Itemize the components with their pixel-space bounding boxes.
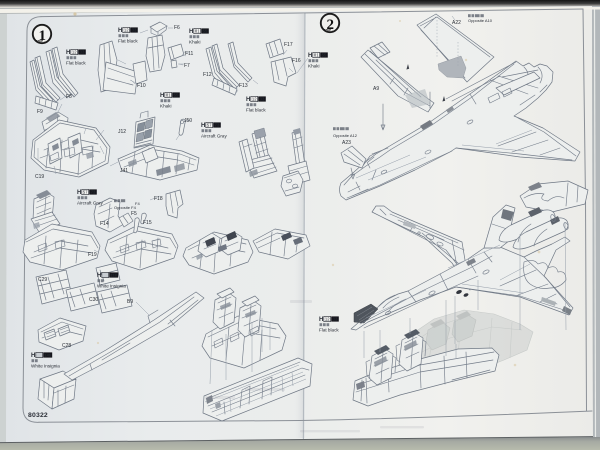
svg-text:H: H xyxy=(31,353,35,359)
svg-text:J41: J41 xyxy=(120,168,128,174)
svg-text:33: 33 xyxy=(260,97,265,102)
svg-text:33: 33 xyxy=(80,50,85,55)
svg-text:Opposite A10: Opposite A10 xyxy=(468,18,493,23)
svg-text:33: 33 xyxy=(132,28,137,33)
svg-text:12: 12 xyxy=(72,50,77,55)
svg-text:F16: F16 xyxy=(292,58,301,64)
svg-text:F5: F5 xyxy=(131,211,137,217)
svg-text:C30: C30 xyxy=(89,297,98,303)
svg-text:146: 146 xyxy=(44,353,51,358)
svg-text:H: H xyxy=(66,50,70,56)
svg-text:F11: F11 xyxy=(185,51,193,57)
svg-text:H: H xyxy=(308,53,312,59)
svg-text:F19: F19 xyxy=(88,252,97,258)
svg-text:81: 81 xyxy=(314,53,319,58)
svg-text:A9: A9 xyxy=(373,86,379,92)
svg-text:F17: F17 xyxy=(284,42,293,48)
svg-text:2: 2 xyxy=(327,17,335,33)
svg-text:Flat black: Flat black xyxy=(118,39,138,44)
svg-text:STEP→: STEP→ xyxy=(36,39,47,43)
svg-text:F14: F14 xyxy=(100,221,109,227)
svg-text:Aircraft Gray: Aircraft Gray xyxy=(77,201,103,206)
svg-text:J12: J12 xyxy=(118,129,126,135)
svg-text:White Insignia: White Insignia xyxy=(97,284,126,289)
svg-text:Khaki: Khaki xyxy=(189,40,201,45)
svg-text:73: 73 xyxy=(91,190,96,195)
svg-text:73: 73 xyxy=(215,123,220,128)
svg-text:C29: C29 xyxy=(38,277,47,283)
svg-text:H: H xyxy=(97,273,101,279)
svg-text:F15: F15 xyxy=(143,220,152,226)
svg-text:12: 12 xyxy=(252,97,257,102)
svg-text:F6: F6 xyxy=(174,25,180,31)
svg-text:Opposite F4: Opposite F4 xyxy=(114,205,137,210)
svg-text:F8: F8 xyxy=(66,94,72,100)
svg-text:81: 81 xyxy=(195,29,200,34)
svg-text:F10: F10 xyxy=(137,83,146,89)
svg-text:White Insignia: White Insignia xyxy=(31,364,60,369)
svg-text:Opposite A12: Opposite A12 xyxy=(333,133,358,138)
svg-text:33: 33 xyxy=(333,317,338,322)
svg-text:F4: F4 xyxy=(135,201,140,206)
svg-text:55: 55 xyxy=(174,93,179,98)
svg-text:Khaki: Khaki xyxy=(160,104,172,109)
svg-text:H: H xyxy=(77,190,81,196)
svg-text:H: H xyxy=(160,93,164,99)
svg-text:F9: F9 xyxy=(37,109,43,115)
svg-text:81: 81 xyxy=(166,93,171,98)
svg-text:STEP→: STEP→ xyxy=(324,28,335,32)
svg-text:J50: J50 xyxy=(184,118,192,124)
svg-text:F7: F7 xyxy=(184,63,190,69)
svg-text:Flat black: Flat black xyxy=(319,328,339,333)
svg-text:F12: F12 xyxy=(203,72,212,78)
svg-text:F13: F13 xyxy=(239,83,248,89)
svg-text:H: H xyxy=(189,29,193,35)
svg-text:A23: A23 xyxy=(342,140,351,146)
svg-text:H: H xyxy=(319,317,323,323)
svg-text:H: H xyxy=(118,28,122,34)
svg-text:C19: C19 xyxy=(35,174,44,180)
svg-text:H: H xyxy=(246,97,250,103)
svg-text:Aircraft Gray: Aircraft Gray xyxy=(201,134,227,139)
svg-text:1: 1 xyxy=(39,28,47,44)
svg-text:118: 118 xyxy=(111,273,118,278)
svg-text:Khaki: Khaki xyxy=(308,64,320,69)
svg-text:57: 57 xyxy=(83,190,88,195)
svg-text:12: 12 xyxy=(325,317,330,322)
svg-text:55: 55 xyxy=(203,29,208,34)
svg-text:55: 55 xyxy=(322,53,327,58)
svg-text:Flat black: Flat black xyxy=(66,61,86,66)
svg-text:C28: C28 xyxy=(62,343,71,349)
svg-text:12: 12 xyxy=(124,28,129,33)
svg-text:Flat black: Flat black xyxy=(246,108,266,113)
svg-text:F18: F18 xyxy=(154,196,163,202)
svg-text:B9: B9 xyxy=(127,299,133,305)
svg-text:H: H xyxy=(201,123,205,129)
svg-text:A22: A22 xyxy=(452,20,461,26)
svg-text:57: 57 xyxy=(207,123,212,128)
svg-text:80322: 80322 xyxy=(28,412,48,419)
